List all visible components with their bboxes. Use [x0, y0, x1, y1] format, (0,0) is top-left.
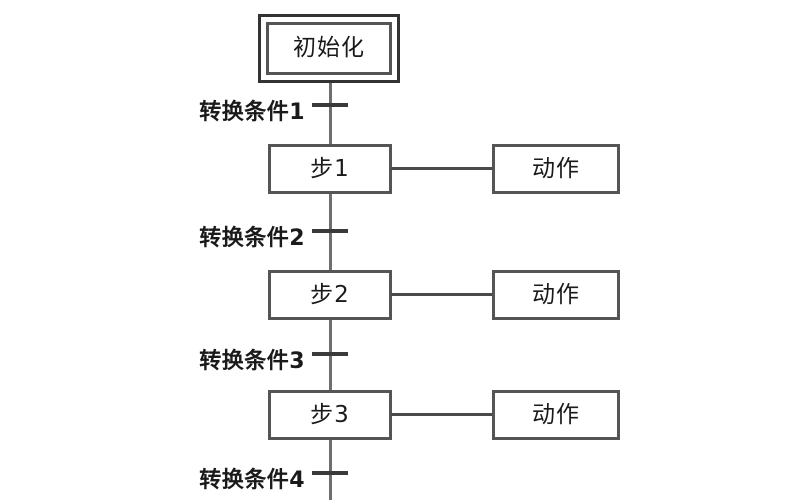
step-label-2: 步2 — [310, 281, 350, 308]
transition-label-1: 转换条件1 — [199, 100, 305, 125]
action-label-2: 动作 — [532, 281, 580, 308]
link-step3-to-action3 — [391, 413, 493, 416]
transition-label-4: 转换条件4 — [199, 468, 305, 493]
step-label-1: 步1 — [310, 155, 350, 182]
transition-label-2: 转换条件2 — [199, 226, 305, 251]
transition-tick-1 — [312, 103, 348, 107]
transition-tick-2 — [312, 229, 348, 233]
transition-tick-4 — [312, 471, 348, 475]
step-label-3: 步3 — [310, 401, 350, 428]
initial-step-inner-frame: 初始化 — [266, 22, 392, 75]
initial-step-box[interactable]: 初始化 — [258, 14, 400, 83]
link-step3-to-bottom — [329, 440, 332, 500]
action-label-1: 动作 — [532, 155, 580, 182]
link-step1-to-action1 — [391, 167, 493, 170]
action-box-1[interactable]: 动作 — [492, 144, 620, 194]
step-box-3[interactable]: 步3 — [268, 390, 392, 440]
transition-label-3: 转换条件3 — [199, 349, 305, 374]
link-initial-to-transition1 — [329, 82, 332, 145]
action-box-3[interactable]: 动作 — [492, 390, 620, 440]
step-box-1[interactable]: 步1 — [268, 144, 392, 194]
initial-step-label: 初始化 — [293, 35, 365, 61]
step-box-2[interactable]: 步2 — [268, 270, 392, 320]
transition-tick-3 — [312, 352, 348, 356]
link-step2-to-action2 — [391, 293, 493, 296]
action-label-3: 动作 — [532, 401, 580, 428]
action-box-2[interactable]: 动作 — [492, 270, 620, 320]
